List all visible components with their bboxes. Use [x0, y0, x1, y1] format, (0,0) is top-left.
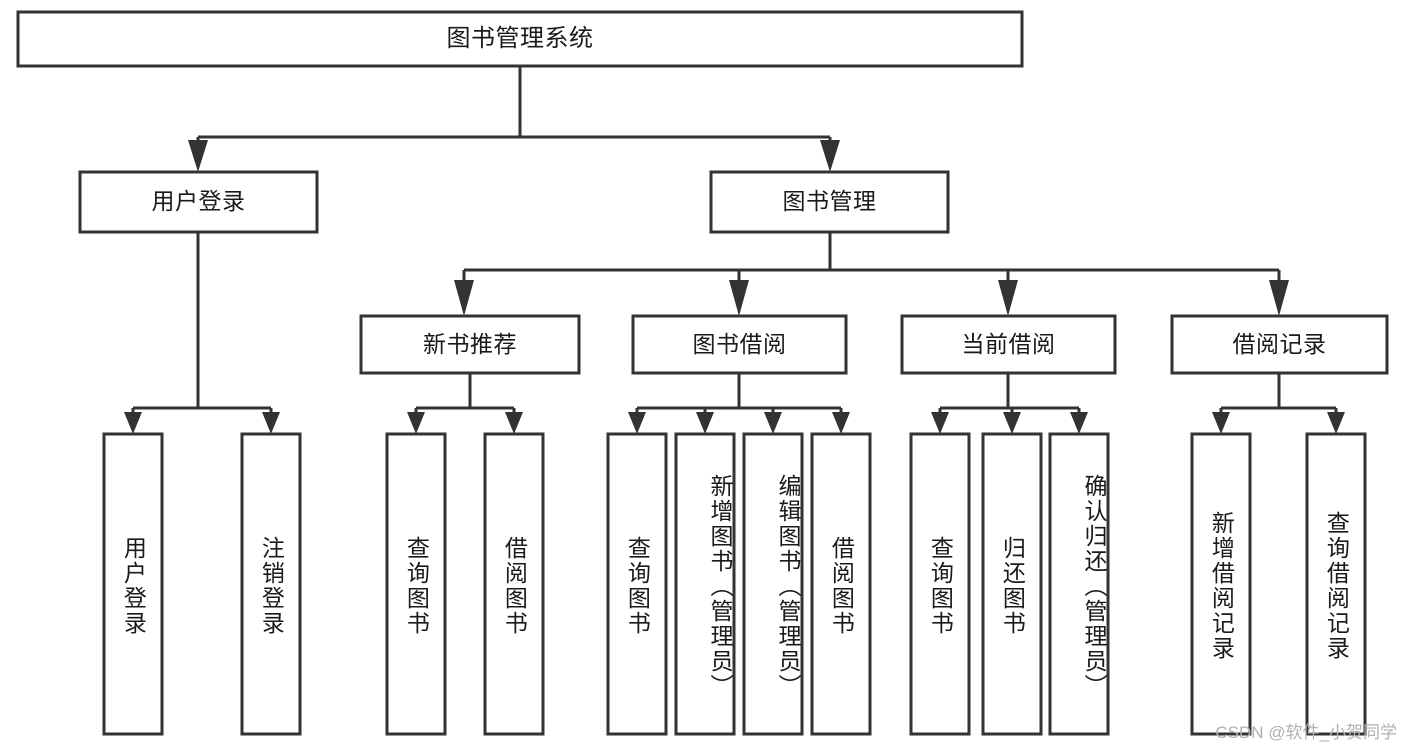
arrow-head-newbook	[454, 280, 474, 316]
arrow-head-records	[1269, 280, 1289, 316]
node-box-book-borrow[interactable]	[631, 314, 848, 375]
node-box-leaf-query-record[interactable]	[1305, 432, 1367, 736]
node-box-leaf-confirm-return[interactable]	[1048, 432, 1110, 736]
node-box-leaf-add-record[interactable]	[1190, 432, 1252, 736]
node-box-root[interactable]	[16, 10, 1024, 68]
node-box-leaf-logout[interactable]	[240, 432, 302, 736]
connector-root-to-level2	[188, 66, 840, 172]
node-box-new-book-recommend[interactable]	[359, 314, 581, 375]
node-box-current-borrow[interactable]	[900, 314, 1117, 375]
node-box-leaf-user-login[interactable]	[102, 432, 164, 736]
arrow-head-book-mgmt	[820, 140, 840, 172]
node-box-leaf-query-book-2[interactable]	[606, 432, 668, 736]
connector-userlogin-to-leaves	[124, 232, 280, 434]
arrow-head-leaf-query-book-2	[628, 412, 646, 434]
arrow-head-leaf-user-login	[124, 412, 142, 434]
arrow-head-leaf-edit-book	[764, 412, 782, 434]
arrow-head-leaf-confirm-return	[1070, 412, 1088, 434]
connector-borrowbook-to-leaves	[628, 373, 850, 434]
arrow-head-leaf-query-book-1	[407, 412, 425, 434]
connector-newbook-to-leaves	[407, 373, 523, 434]
arrow-head-leaf-add-record	[1212, 412, 1230, 434]
arrow-head-current	[998, 280, 1018, 316]
arrow-head-user-login	[188, 140, 208, 172]
node-box-book-management[interactable]	[709, 170, 950, 234]
arrow-head-leaf-query-book-3	[931, 412, 949, 434]
arrow-head-leaf-borrow-book-1	[505, 412, 523, 434]
node-box-leaf-add-book[interactable]	[674, 432, 736, 736]
node-box-leaf-edit-book[interactable]	[742, 432, 804, 736]
connector-bookmgmt-to-level3	[454, 232, 1289, 316]
node-box-leaf-return-book[interactable]	[981, 432, 1043, 736]
arrow-head-leaf-add-book	[696, 412, 714, 434]
node-box-user-login[interactable]	[78, 170, 319, 234]
arrow-head-leaf-query-record	[1327, 412, 1345, 434]
connector-records-to-leaves	[1212, 373, 1345, 434]
arrow-head-borrow	[729, 280, 749, 316]
connector-currentborrow-to-leaves	[931, 373, 1088, 434]
node-box-leaf-query-book-1[interactable]	[385, 432, 447, 736]
arrow-head-leaf-logout	[262, 412, 280, 434]
node-box-leaf-query-book-3[interactable]	[909, 432, 971, 736]
arrow-head-leaf-return-book	[1003, 412, 1021, 434]
node-box-leaf-borrow-book-1[interactable]	[483, 432, 545, 736]
node-box-borrow-records[interactable]	[1170, 314, 1389, 375]
arrow-head-leaf-borrow-book-2	[832, 412, 850, 434]
node-box-leaf-borrow-book-2[interactable]	[810, 432, 872, 736]
